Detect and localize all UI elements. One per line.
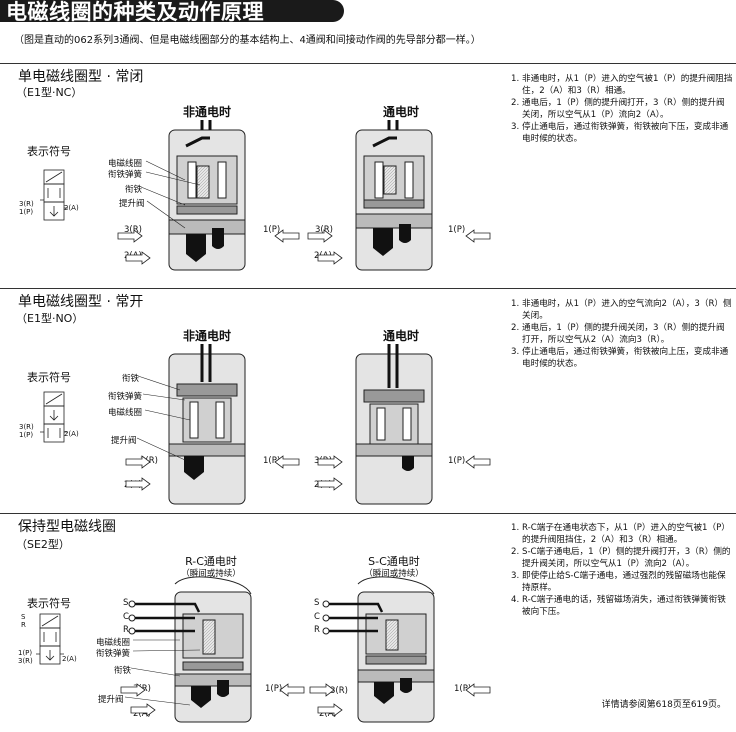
symbol-port-right: 2(A) bbox=[64, 204, 79, 212]
symbol-port-left: 1(P) 3(R) bbox=[18, 649, 33, 665]
section-subtitle-no: （E1型·NO） bbox=[16, 312, 84, 325]
port-p: 1(P) bbox=[454, 684, 472, 694]
part-label-poppet: 提升阀 bbox=[111, 436, 137, 446]
description-item: 1.R-C端子在通电状态下，从1（P）进入的空气被1（P）的提升阀阻挡住，2（A… bbox=[511, 523, 730, 545]
part-label-poppet: 提升阀 bbox=[119, 199, 145, 209]
symbol-port-left: 3(R) 1(P) bbox=[19, 423, 34, 439]
description-item: 2.通电后，1（P）侧的提升阀打开，3（R）侧的提升阀关闭，所以空气从1（P）流… bbox=[511, 98, 725, 120]
terminal-c: C bbox=[314, 612, 320, 622]
state-label-sc: S-C通电时 bbox=[368, 555, 420, 568]
symbol-label: 表示符号 bbox=[27, 145, 71, 158]
section-title-nc: 单电磁线圈型 · 常闭 bbox=[18, 69, 144, 85]
footer-reference: 详情请参阅第618页至619页。 bbox=[601, 700, 726, 710]
port-p: 1(P) bbox=[448, 225, 466, 235]
part-label-coil: 电磁线圈 bbox=[108, 159, 143, 169]
page-title: 电磁线圈的种类及动作原理 bbox=[6, 0, 264, 24]
valve-no-energized bbox=[317, 344, 491, 505]
description-item: 3.即使停止给S-C端子通电，通过强烈的残留磁场也能保持原样。 bbox=[511, 571, 726, 593]
terminal-s: S bbox=[314, 598, 320, 608]
part-label-spring: 衔铁弹簧 bbox=[96, 649, 131, 659]
part-label-coil: 电磁线圈 bbox=[108, 408, 143, 418]
description-item: 2.S-C端子通电后，1（P）侧的提升阀打开，3（R）侧的提升阀关闭，所以空气从… bbox=[511, 547, 731, 569]
section-subtitle-latching: （SE2型） bbox=[16, 538, 70, 551]
description-item: 2.通电后，1（P）侧的提升阀关闭，3（R）侧的提升阀打开，所以空气从2（A）流… bbox=[511, 323, 725, 345]
description-item: 1.非通电时，从1（P）进入的空气流向2（A），3（R）侧关闭。 bbox=[511, 299, 732, 321]
port-p: 1(P) bbox=[263, 456, 281, 466]
port-p: 1(P) bbox=[265, 684, 283, 694]
part-label-spring: 衔铁弹簧 bbox=[108, 170, 143, 180]
state-label-rc: R-C通电时 bbox=[185, 555, 237, 568]
part-label-armature: 衔铁 bbox=[114, 666, 132, 676]
part-label-coil: 电磁线圈 bbox=[96, 638, 131, 648]
valve-nc-deenergized bbox=[117, 120, 300, 271]
symbol-port-top: S R bbox=[21, 613, 26, 629]
part-label-armature: 衔铁 bbox=[125, 185, 143, 195]
section-subtitle-nc: （E1型·NC） bbox=[16, 86, 83, 99]
valve-no-deenergized bbox=[125, 344, 300, 505]
leader-lines bbox=[124, 160, 201, 706]
section-divider bbox=[0, 63, 736, 64]
state-label-deenergized: 非通电时 bbox=[182, 329, 232, 343]
terminal-c: C bbox=[123, 612, 129, 622]
valve-nc-energized bbox=[307, 120, 491, 271]
section-title-latching: 保持型电磁线圈 bbox=[18, 519, 116, 535]
port-p: 1(P) bbox=[263, 225, 281, 235]
symbol-latching bbox=[36, 613, 64, 665]
symbol-label: 表示符号 bbox=[27, 371, 71, 384]
state-note-sc: （瞬间或持续） bbox=[364, 569, 424, 579]
symbol-nc bbox=[40, 169, 68, 221]
port-p: 1(P) bbox=[448, 456, 466, 466]
state-label-energized: 通电时 bbox=[382, 105, 420, 119]
port-r: 3(R) bbox=[330, 686, 348, 696]
terminal-s: S bbox=[123, 598, 129, 608]
page-subtitle: （图是直动的062系列3通阀、但是电磁线圈部分的基本结构上、4通阀和间接动作阀的… bbox=[14, 35, 481, 46]
description-item: 3.停止通电后，通过衔铁弹簧，衔铁被向上压，变成非通电时候的状态。 bbox=[511, 347, 729, 369]
section-divider bbox=[0, 513, 736, 514]
port-r: 3(R) bbox=[124, 225, 142, 235]
symbol-port-right: 2(A) bbox=[64, 430, 79, 438]
port-a: 2(A) bbox=[133, 709, 151, 719]
port-a: 2(A) bbox=[319, 709, 337, 719]
symbol-label: 表示符号 bbox=[27, 597, 71, 610]
terminal-r: R bbox=[123, 625, 129, 635]
valve-latching-sc bbox=[309, 576, 491, 723]
description-list-latching: 1.R-C端子在通电状态下，从1（P）进入的空气被1（P）的提升阀阻挡住，2（A… bbox=[511, 522, 733, 618]
title-bar: 电磁线圈的种类及动作原理 bbox=[0, 0, 344, 24]
symbol-port-right: 2(A) bbox=[62, 655, 77, 663]
part-label-spring: 衔铁弹簧 bbox=[108, 392, 143, 402]
description-item: 1.非通电时，从1（P）进入的空气被1（P）的提升阀阻挡住，2（A）和3（R）相… bbox=[511, 74, 733, 96]
part-label-armature: 衔铁 bbox=[122, 374, 140, 384]
description-list-no: 1.非通电时，从1（P）进入的空气流向2（A），3（R）侧关闭。 2.通电后，1… bbox=[511, 298, 733, 370]
valve-latching-rc bbox=[120, 576, 305, 723]
terminal-r: R bbox=[314, 625, 320, 635]
state-label-deenergized: 非通电时 bbox=[182, 105, 232, 119]
symbol-port-left: 3(R) 1(P) bbox=[19, 200, 34, 216]
description-item: 3.停止通电后，通过衔铁弹簧，衔铁被向下压，变成非通电时候的状态。 bbox=[511, 122, 729, 144]
section-title-no: 单电磁线圈型 · 常开 bbox=[18, 294, 144, 310]
description-item: 4.R-C端子通电的话，残留磁场消失，通过衔铁弹簧衔铁被向下压。 bbox=[511, 595, 726, 617]
state-label-energized: 通电时 bbox=[382, 329, 420, 343]
part-label-poppet: 提升阀 bbox=[98, 695, 124, 705]
section-divider bbox=[0, 288, 736, 289]
symbol-no bbox=[40, 391, 68, 443]
description-list-nc: 1.非通电时，从1（P）进入的空气被1（P）的提升阀阻挡住，2（A）和3（R）相… bbox=[511, 73, 733, 145]
state-note-rc: （瞬间或持续） bbox=[181, 569, 241, 579]
